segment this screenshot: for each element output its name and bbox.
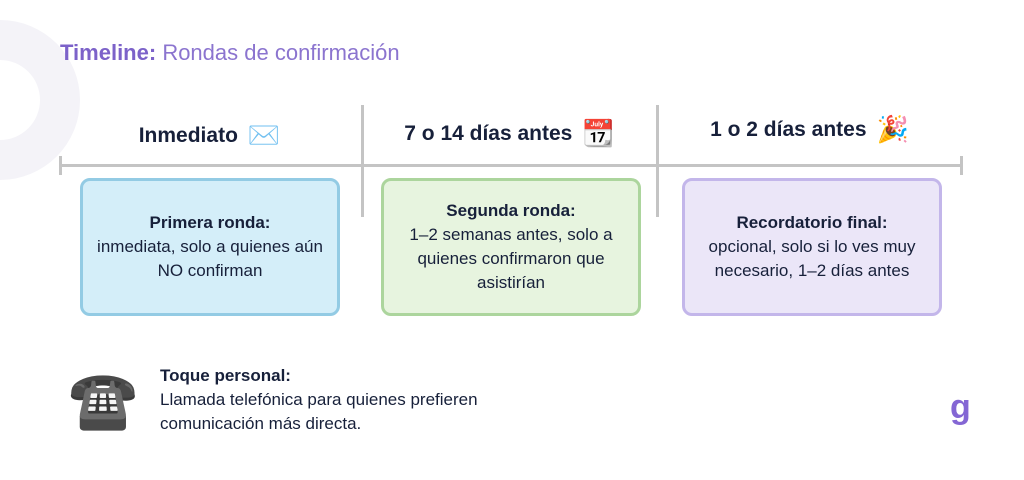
card-segunda-ronda: Segunda ronda: 1–2 semanas antes, solo a … bbox=[381, 178, 641, 316]
phase-heading-3: 1 o 2 días antes 🎉 bbox=[662, 114, 957, 145]
envelope-icon: ✉️ bbox=[247, 120, 281, 150]
heading-text: Inmediato bbox=[138, 123, 238, 147]
timeline-end-tick bbox=[960, 156, 963, 175]
card-title: Segunda ronda: bbox=[446, 201, 576, 220]
personal-title: Toque personal: bbox=[160, 366, 291, 385]
card-text: opcional, solo si lo ves muy necesario, … bbox=[708, 237, 916, 280]
title-bold: Timeline: bbox=[60, 40, 157, 65]
phase-heading-1: Inmediato ✉️ bbox=[62, 120, 357, 151]
card-text: inmediata, solo a quienes aún NO confirm… bbox=[97, 237, 323, 280]
party-popper-icon: 🎉 bbox=[876, 114, 909, 144]
calendar-icon: 📆 bbox=[582, 118, 615, 148]
timeline-divider bbox=[361, 105, 364, 217]
card-recordatorio-final: Recordatorio final: opcional, solo si lo … bbox=[682, 178, 942, 316]
card-title: Primera ronda: bbox=[149, 213, 271, 232]
card-primera-ronda: Primera ronda: inmediata, solo a quienes … bbox=[80, 178, 340, 316]
personal-touch: Toque personal: Llamada telefónica para q… bbox=[160, 364, 560, 436]
phase-heading-2: 7 o 14 días antes 📆 bbox=[362, 118, 657, 149]
timeline-divider bbox=[656, 105, 659, 217]
timeline-axis bbox=[60, 164, 962, 167]
timeline-start-tick bbox=[59, 156, 62, 175]
heading-text: 1 o 2 días antes bbox=[710, 117, 867, 141]
card-title: Recordatorio final: bbox=[736, 213, 888, 232]
heading-text: 7 o 14 días antes bbox=[404, 121, 573, 145]
telephone-icon: ☎️ bbox=[68, 368, 138, 431]
brand-logo: g bbox=[950, 388, 971, 426]
card-text: 1–2 semanas antes, solo a quienes confir… bbox=[409, 225, 613, 292]
page-title: Timeline: Rondas de confirmación bbox=[60, 40, 400, 66]
personal-text: Llamada telefónica para quienes prefiere… bbox=[160, 390, 478, 433]
title-rest: Rondas de confirmación bbox=[162, 40, 400, 65]
